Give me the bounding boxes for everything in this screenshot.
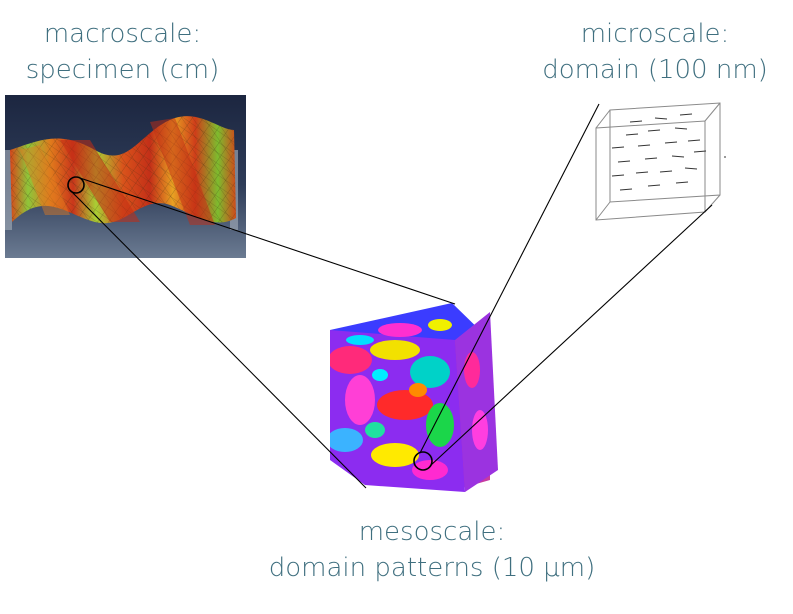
mesoscale-label: mesoscale: domain patterns (10 μm) [232, 514, 632, 586]
microscale-subtitle: domain (100 nm) [542, 55, 768, 85]
macroscale-subtitle: specimen (cm) [25, 55, 220, 85]
connector-lines [69, 103, 713, 489]
micro-cube [595, 102, 721, 221]
microscale-title: microscale: [580, 19, 730, 49]
macroscale-title: macroscale: [43, 19, 202, 49]
mesoscale-subtitle: domain patterns (10 μm) [268, 553, 596, 583]
meso-zoom-circle [413, 451, 433, 471]
mesoscale-title: mesoscale: [358, 517, 506, 547]
macroscale-label: macroscale: specimen (cm) [0, 16, 245, 88]
macro-zoom-circle [67, 176, 85, 194]
microscale-label: microscale: domain (100 nm) [540, 16, 770, 88]
specimen-image [5, 95, 246, 258]
meso-cube [330, 303, 498, 492]
micro-domain-dashes [611, 113, 726, 191]
